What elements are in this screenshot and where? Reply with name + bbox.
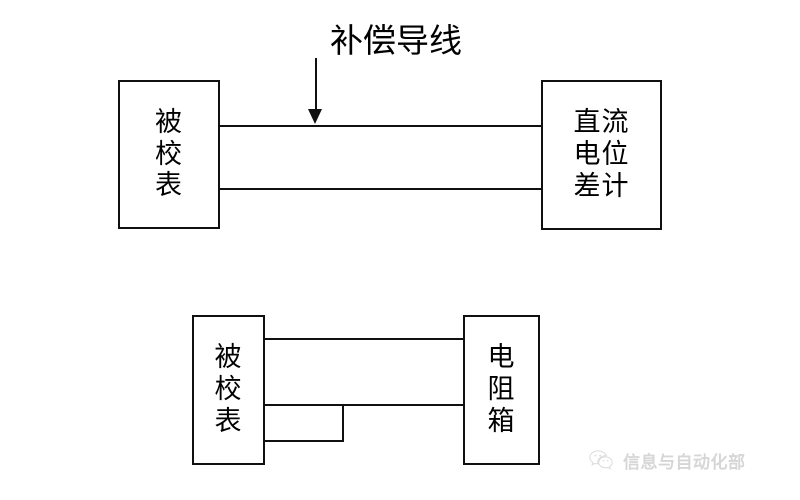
block-label-line: 阻 <box>487 374 516 406</box>
top-wire-lower <box>200 188 560 190</box>
watermark-text: 信息与自动化部 <box>623 452 746 473</box>
wechat-logo-icon <box>588 447 614 473</box>
block-resistance-box[interactable]: 电 阻 箱 <box>463 315 540 465</box>
block-label-line: 校 <box>214 374 243 406</box>
block-instrument-under-test-bottom[interactable]: 被 校 表 <box>192 315 265 465</box>
down-arrow-shaft-icon <box>315 58 317 110</box>
block-label-line: 直流 <box>573 107 630 139</box>
block-label-line: 校 <box>155 138 183 170</box>
compensation-wire-label: 补偿导线 <box>330 21 462 60</box>
down-arrow-icon <box>308 109 322 124</box>
block-label-line: 箱 <box>487 405 516 437</box>
block-label-line: 被 <box>155 106 183 138</box>
watermark: 信息与自动化部 <box>588 447 746 473</box>
top-wire-upper <box>200 125 560 127</box>
bottom-jumper-wire <box>342 404 344 442</box>
block-label-line: 表 <box>214 405 243 437</box>
bottom-wire-stub <box>250 440 344 442</box>
block-instrument-under-test-top[interactable]: 被 校 表 <box>118 80 220 229</box>
bottom-wire-upper <box>250 338 480 340</box>
bottom-wire-middle <box>250 404 480 406</box>
block-dc-potentiometer[interactable]: 直流 电位 差计 <box>541 80 662 230</box>
block-label-line: 差计 <box>573 170 630 202</box>
block-label-line: 被 <box>214 342 243 374</box>
block-label-line: 电位 <box>573 139 630 171</box>
block-label-line: 电 <box>487 342 516 374</box>
block-label-line: 表 <box>155 170 183 202</box>
